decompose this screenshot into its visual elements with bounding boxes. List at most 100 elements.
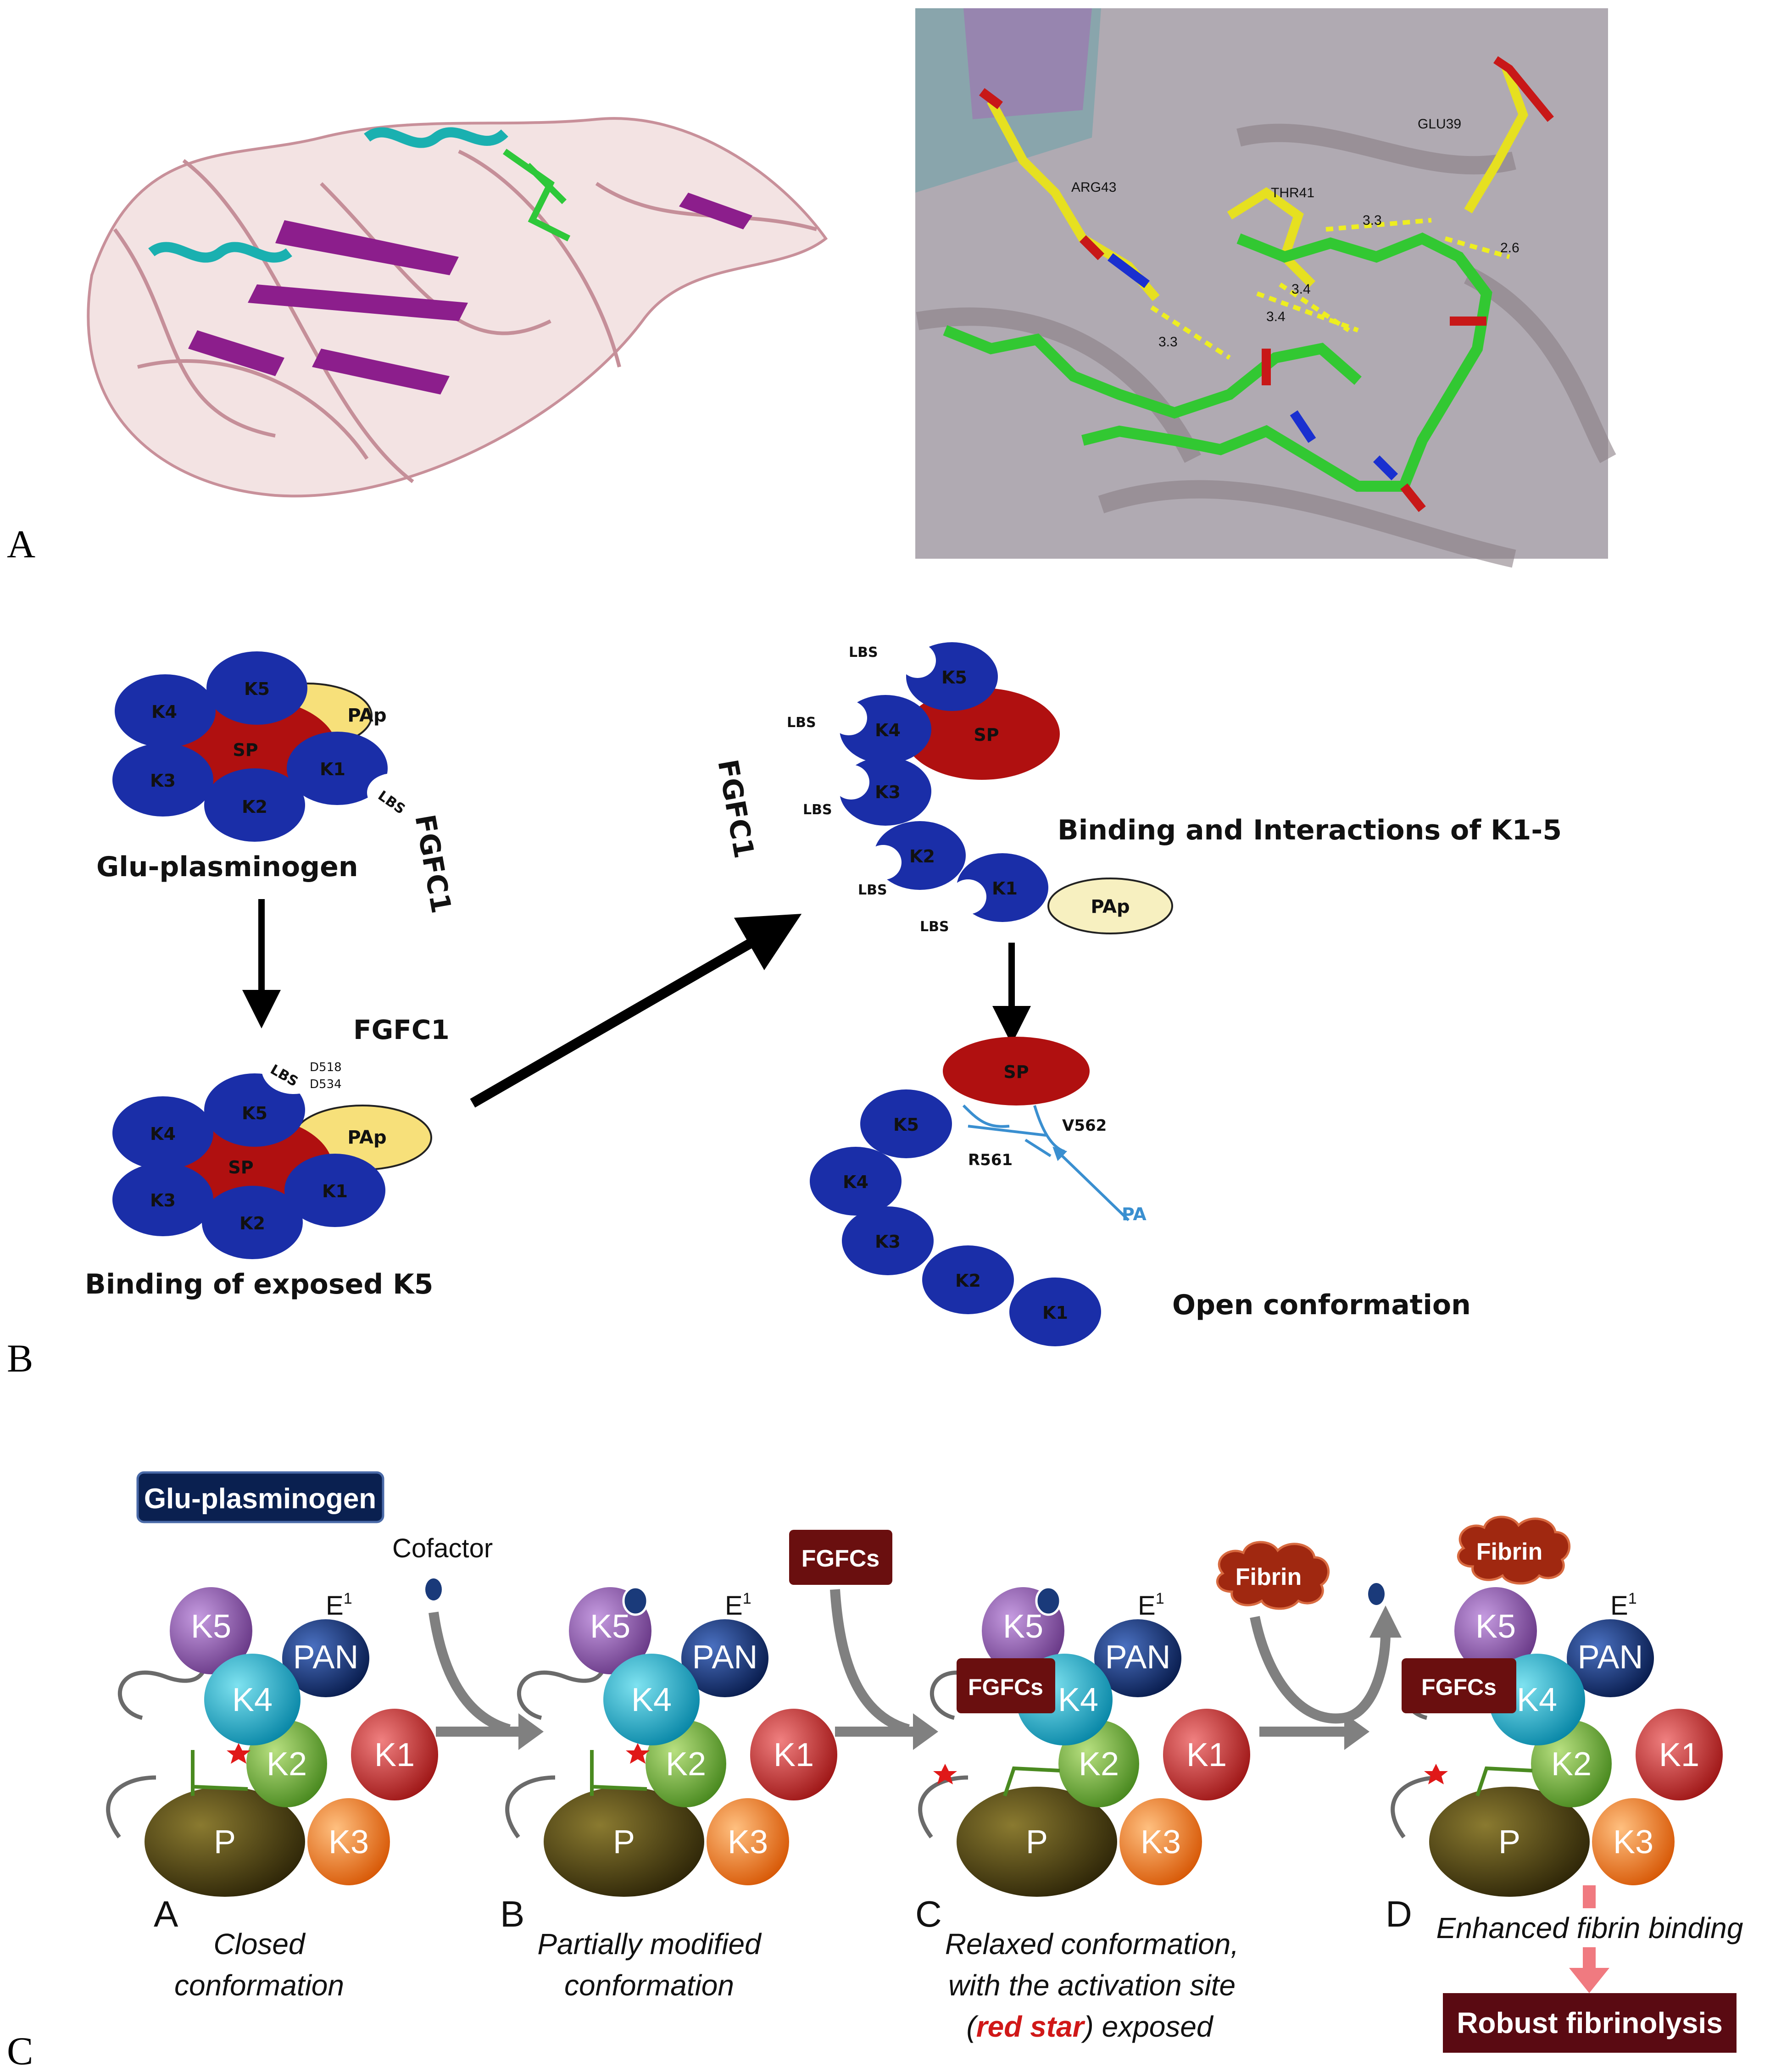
- pink-arrow-head: [1569, 1968, 1609, 1993]
- fgfcs-label: FGFCs: [1421, 1674, 1497, 1700]
- domain-k5-label: K5: [1475, 1608, 1516, 1645]
- stage-b-caption-2: conformation: [564, 1969, 734, 2002]
- fgfcs-label: FGFCs: [968, 1674, 1043, 1700]
- binding-interactions-label: Binding and Interactions of K1-5: [1058, 814, 1562, 846]
- e1-label: E1: [725, 1590, 751, 1621]
- fgfc1-label-middle: FGFC1: [353, 1014, 450, 1045]
- glu-plasminogen-diagram: K4 K5 K3 K2 K1 SP PAp LBS: [112, 651, 417, 842]
- stage-b-letter: B: [500, 1894, 524, 1934]
- panel-letter-a: A: [7, 522, 35, 566]
- domain-k2-label: K2: [666, 1746, 706, 1783]
- residue-label-thr41: THR41: [1271, 185, 1314, 200]
- stage-b-diagram: K5 K4 PAN K2 K1 K3 P E1: [507, 1587, 837, 1897]
- distance-label-1: 3.3: [1363, 213, 1382, 228]
- distance-label-4: 3.4: [1266, 309, 1286, 324]
- pa-label: PA: [1122, 1204, 1147, 1224]
- domain-p-label: P: [1026, 1824, 1048, 1861]
- released-cofactor-dot: [1368, 1583, 1385, 1605]
- domain-k1-label: K1: [992, 878, 1018, 899]
- domain-k5-label: K5: [941, 667, 967, 688]
- domain-k1-label: K1: [1659, 1737, 1699, 1773]
- panel-letter-c: C: [7, 2029, 33, 2072]
- stage-c-caption-2: with the activation site: [948, 1969, 1236, 2002]
- domain-k2-label: K2: [1551, 1746, 1592, 1783]
- arrow-diagonal: [470, 914, 802, 1108]
- binding-k5-diagram: K4 K5 K3 K2 K1 SP PAp LBS D518 D534: [112, 1044, 432, 1259]
- domain-k3-label: K3: [150, 771, 176, 791]
- panel-c: Glu-plasminogen K5 K4 PAN K2 K1 K3 P E1 …: [7, 1471, 1743, 2072]
- pink-arrow-shaft-top: [1583, 1885, 1596, 1908]
- fibrin-label: Fibrin: [1236, 1564, 1302, 1590]
- e1-label: E1: [1610, 1590, 1637, 1621]
- domain-pan-label: PAN: [1105, 1639, 1171, 1676]
- domain-sp-label: SP: [228, 1157, 253, 1178]
- fgfcs-box-top: [789, 1530, 892, 1585]
- distance-label-2: 2.6: [1500, 240, 1520, 256]
- domain-pan-label: PAN: [293, 1639, 359, 1676]
- domain-k1-label: K1: [320, 759, 345, 779]
- domain-k2-label: K2: [1079, 1746, 1119, 1783]
- domain-k4-label: K4: [232, 1682, 273, 1718]
- arrow-cofactor-curve: [429, 1611, 511, 1734]
- domain-k4-label: K4: [631, 1682, 672, 1718]
- domain-k1-label: K1: [1042, 1303, 1068, 1323]
- stage-a-diagram: K5 K4 PAN K2 K1 K3 P E1: [108, 1587, 438, 1897]
- panel-b: K4 K5 K3 K2 K1 SP PAp LBS Glu-plasminoge…: [7, 642, 1562, 1380]
- domain-k2-label: K2: [242, 797, 267, 817]
- stage-d-diagram: FGFCs Fibrin K5 K4 PAN K2 K1 K3 P E1: [1393, 1516, 1723, 1897]
- domain-k4-label: K4: [875, 720, 901, 740]
- fgfc1-label-rotated-right: FGFC1: [711, 757, 760, 861]
- lbs-label: LBS: [920, 919, 949, 935]
- stage-a-letter: A: [154, 1894, 178, 1934]
- domain-p-label: P: [613, 1824, 635, 1861]
- cofactor-label: Cofactor: [392, 1533, 493, 1563]
- residue-r561-label: R561: [968, 1151, 1013, 1169]
- robust-fibrinolysis-label: Robust fibrinolysis: [1457, 2006, 1723, 2039]
- lbs-label: LBS: [849, 644, 878, 661]
- fibrin-cloud-mid: Fibrin: [1216, 1541, 1330, 1610]
- domain-k5-label: K5: [242, 1103, 267, 1123]
- domain-k4-label: K4: [843, 1172, 868, 1192]
- open-conformation-label: Open conformation: [1172, 1289, 1471, 1321]
- domain-k2-label: K2: [955, 1271, 981, 1291]
- e1-label: E1: [326, 1590, 352, 1621]
- domain-k2-label: K2: [239, 1213, 265, 1233]
- domain-pap-label: PAp: [1091, 896, 1130, 917]
- e1-label: E1: [1138, 1590, 1164, 1621]
- domain-sp-label: SP: [1003, 1062, 1029, 1082]
- domain-k1-label: K1: [774, 1737, 814, 1773]
- residue-label-arg43: ARG43: [1071, 180, 1116, 195]
- cofactor-dot: [425, 1578, 442, 1600]
- domain-k3-label: K3: [1141, 1824, 1181, 1861]
- domain-k4-label: K4: [1058, 1682, 1098, 1718]
- domain-sp-label: SP: [974, 725, 999, 745]
- lbs-label: LBS: [803, 802, 832, 818]
- protein-ribbon-image: [87, 117, 828, 498]
- open-conformation-diagram: SP K5 K4 K3 K2 K1 V562 R561 PA: [810, 1037, 1147, 1346]
- domain-k5-label: K5: [1003, 1608, 1043, 1645]
- domain-pap-label: PAp: [347, 1127, 386, 1148]
- glu-plasminogen-box: [136, 1471, 384, 1523]
- distance-label-5: 3.3: [1158, 334, 1178, 350]
- domain-pap-label: PAp: [347, 705, 386, 726]
- fgfc1-label-rotated-left: FGFC1: [408, 812, 457, 916]
- domain-p-label: P: [1498, 1824, 1520, 1861]
- binding-interactions-diagram: K5 K4 K3 K2 K1 SP PAp LBS LBS LBS LBS LB…: [787, 642, 1173, 935]
- stage-b-caption-1: Partially modified: [537, 1928, 762, 1961]
- domain-k1-label: K1: [1186, 1737, 1227, 1773]
- domain-k5-label: K5: [244, 679, 270, 699]
- residue-d518-label: D518: [310, 1061, 342, 1074]
- stage-a-caption-2: conformation: [174, 1969, 344, 2002]
- stage-c-diagram: FGFCs K5 K4 PAN K2 K1 K3 P E1: [920, 1587, 1250, 1897]
- domain-k2-label: K2: [267, 1746, 307, 1783]
- domain-k1-label: K1: [374, 1737, 415, 1773]
- domain-k3-label: K3: [1613, 1824, 1653, 1861]
- glu-plasminogen-label: Glu-plasminogen: [96, 851, 358, 883]
- residue-label-glu39: GLU39: [1418, 117, 1461, 132]
- domain-pan-label: PAN: [692, 1639, 758, 1676]
- stage-c-letter: C: [915, 1894, 942, 1934]
- red-star-text: red star: [976, 2010, 1085, 2043]
- arrow-fibrin-curve: [1250, 1616, 1391, 1724]
- domain-k5-label: K5: [590, 1608, 630, 1645]
- binding-exposed-k5-label: Binding of exposed K5: [85, 1268, 433, 1300]
